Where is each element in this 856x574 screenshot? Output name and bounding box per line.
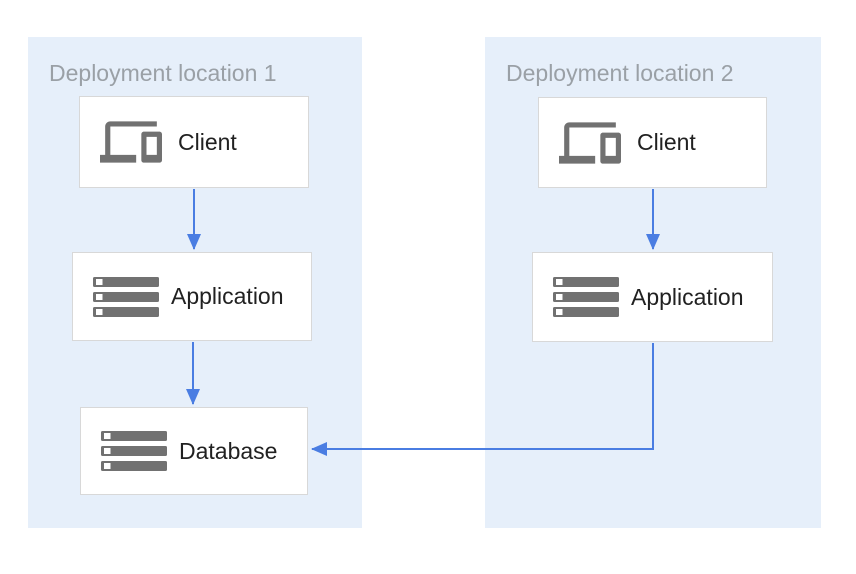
node-label: Client bbox=[637, 129, 696, 155]
devices-icon bbox=[559, 112, 625, 174]
node-application-2: Application bbox=[532, 252, 773, 342]
region-label-2: Deployment location 2 bbox=[506, 60, 734, 86]
node-label: Application bbox=[171, 283, 284, 309]
node-client-1: Client bbox=[79, 96, 309, 188]
node-label: Application bbox=[631, 283, 744, 310]
server-icon bbox=[101, 431, 167, 471]
node-database-1: Database bbox=[80, 407, 308, 495]
node-application-1: Application bbox=[72, 252, 312, 341]
region-label-1: Deployment location 1 bbox=[49, 60, 277, 86]
node-label: Database bbox=[179, 437, 278, 464]
server-icon bbox=[93, 277, 159, 317]
node-client-2: Client bbox=[538, 97, 767, 188]
node-label: Client bbox=[178, 128, 237, 155]
devices-icon bbox=[100, 111, 166, 173]
server-icon bbox=[553, 277, 619, 317]
